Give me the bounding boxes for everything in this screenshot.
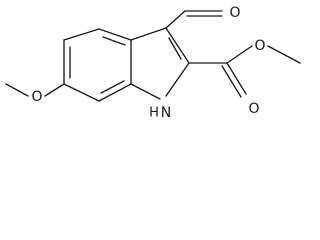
bond-benzene-6	[63, 28, 100, 41]
bond-pyrrole-c2-n1	[165, 62, 190, 97]
atom-indole-nitrogen: N	[161, 105, 171, 121]
bond-ester-oalkoxy-ch3	[267, 45, 301, 64]
atom-methoxy-oxygen: O	[31, 89, 42, 105]
bond-benzene-1	[98, 28, 132, 41]
bond-benzene-3	[98, 83, 132, 102]
bond-ester-co-2	[221, 65, 242, 98]
atom-aldehyde-oxygen: O	[229, 5, 240, 21]
bond-pyrrole-n1-c7a	[130, 83, 161, 100]
chemical-structure-diagram: O O O O H N	[5, 5, 301, 121]
bond-aldehyde-c3-ch	[165, 10, 186, 29]
bond-ester-c-oalkoxy	[226, 45, 253, 64]
bond-pyrrole-c3-c2	[165, 27, 190, 64]
bond-pyrrole-c3a-c3	[130, 27, 167, 41]
bond-ester-co-1	[226, 62, 247, 95]
atom-ester-alkoxy-oxygen: O	[254, 38, 265, 54]
bond-benzene-4	[63, 83, 100, 102]
bond-benzene-inner-3	[100, 80, 125, 94]
bond-pyrrole-inner	[168, 37, 182, 60]
bond-methoxy-c6-o	[44, 83, 65, 97]
bond-methoxy-o-ch3	[5, 83, 29, 97]
atom-ester-carbonyl-oxygen: O	[248, 101, 259, 117]
atom-indole-hydrogen: H	[149, 106, 159, 121]
bond-benzene-inner-1	[102, 36, 126, 46]
structure-canvas: O O O O H N	[5, 5, 301, 121]
